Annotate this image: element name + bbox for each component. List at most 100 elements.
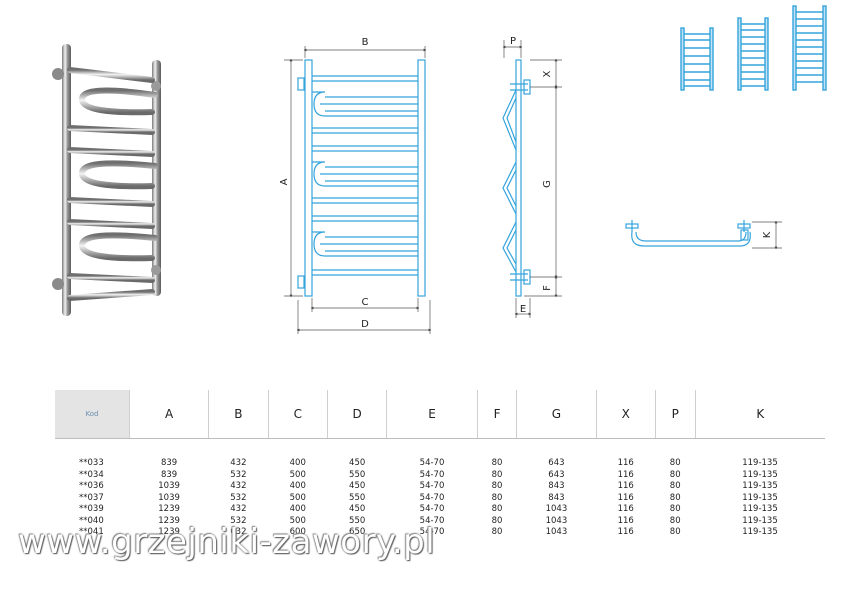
radiator-photo: [52, 44, 161, 316]
table-cell: 119-135: [742, 492, 778, 503]
table-cell: 643: [548, 469, 565, 480]
dim-label-e: E: [520, 304, 526, 315]
dim-label-c: C: [362, 297, 369, 308]
table-cell: 54-70: [419, 527, 445, 537]
table-cell: 54-70: [419, 504, 445, 514]
table-cell: 80: [491, 458, 503, 468]
table-cell: 600: [289, 527, 306, 537]
table-cell: 80: [669, 492, 681, 503]
header-col: A: [129, 390, 210, 439]
table-cell: 119-135: [742, 504, 778, 514]
table-cell: 80: [491, 492, 503, 503]
dim-label-p: P: [510, 36, 516, 47]
header-col: K: [695, 390, 825, 439]
table-cell: 54-70: [419, 458, 445, 468]
table-cell: 432: [230, 504, 247, 514]
table-cell: 432: [230, 481, 247, 491]
table-cell: 54-70: [419, 481, 445, 491]
dim-label-k: K: [762, 231, 773, 238]
table-cell: 1039: [158, 492, 180, 503]
header-kod: Kod: [55, 390, 130, 439]
front-view-drawing: B A C D: [279, 37, 432, 334]
table-cell: 119-135: [742, 515, 778, 526]
table-cell: 1043: [545, 504, 568, 514]
table-cell: 500: [289, 492, 306, 503]
table-cell: 116: [617, 504, 634, 514]
table-cell: 1239: [158, 515, 180, 526]
size-variant-thumbnails: [680, 5, 827, 91]
table-cell: 400: [289, 504, 306, 514]
table-cell: 500: [289, 469, 306, 480]
table-cell: 80: [491, 515, 503, 526]
table-cell-code: **034: [79, 469, 104, 480]
table-cell: 532: [230, 515, 247, 526]
top-view-drawing: K: [625, 220, 782, 250]
header-col: F: [477, 390, 518, 439]
thumbnail-small: [680, 27, 714, 91]
table-cell-code: **039: [79, 504, 104, 514]
header-col: D: [327, 390, 388, 439]
table-cell: 843: [548, 481, 565, 491]
table-cell: 500: [289, 515, 306, 526]
thumbnail-large: [792, 5, 827, 91]
dim-label-f: F: [542, 285, 553, 291]
table-cell-code: **041: [79, 527, 104, 537]
table-cell: 550: [349, 469, 366, 480]
table-cell: 843: [548, 492, 565, 503]
table-cell: 54-70: [419, 469, 445, 480]
table-cell: 550: [349, 492, 366, 503]
table-cell: 650: [349, 527, 366, 537]
table-cell: 532: [230, 469, 247, 480]
table-cell: 116: [617, 492, 634, 503]
table-cell: 643: [548, 458, 565, 468]
table-cell: 116: [617, 458, 634, 468]
table-cell: 80: [491, 481, 503, 491]
table-cell: 450: [349, 458, 366, 468]
table-cell: 80: [491, 504, 503, 514]
header-col: P: [655, 390, 696, 439]
side-view-drawing: P X G F E: [502, 36, 562, 318]
table-cell: 1043: [545, 527, 568, 537]
table-cell: 1039: [158, 481, 180, 491]
table-cell: 80: [491, 469, 503, 480]
table-cell: 54-70: [419, 515, 445, 526]
thumbnail-medium: [737, 17, 769, 91]
table-cell: 400: [289, 458, 306, 468]
table-cell: 400: [289, 481, 306, 491]
header-col: C: [268, 390, 328, 439]
dim-label-g: G: [542, 180, 553, 188]
table-cell: 632: [230, 527, 247, 537]
watermark-text: www.grzejniki-zawory.pl: [18, 522, 436, 562]
table-cell-code: **037: [79, 492, 104, 503]
table-cell: 116: [617, 481, 634, 491]
header-col: B: [208, 390, 269, 439]
table-cell: 80: [669, 469, 681, 480]
table-cell: 1239: [158, 504, 180, 514]
dim-label-x: X: [542, 70, 553, 77]
table-cell: 432: [230, 458, 247, 468]
header-col: G: [516, 390, 597, 439]
table-cell: 1043: [545, 515, 568, 526]
table-cell: 119-135: [742, 527, 778, 537]
dim-label-d: D: [361, 319, 369, 330]
table-cell: 80: [669, 481, 681, 491]
table-cell: 54-70: [419, 492, 445, 503]
table-cell-code: **040: [79, 515, 104, 526]
table-cell: 839: [160, 458, 178, 468]
table-cell: 116: [617, 515, 634, 526]
table-cell: 119-135: [742, 481, 778, 491]
table-cell: 119-135: [742, 469, 778, 480]
table-cell: 116: [617, 527, 634, 537]
dim-label-b: B: [362, 37, 369, 48]
table-cell: 550: [349, 515, 366, 526]
